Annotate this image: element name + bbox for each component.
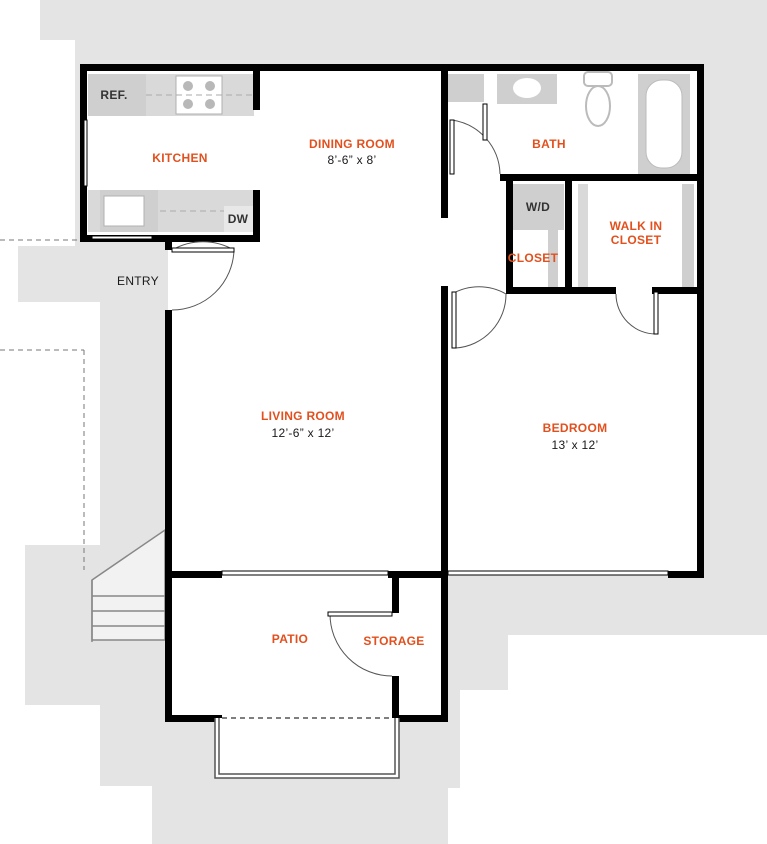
toilet-bowl-icon [585, 85, 611, 127]
walkin-closet-label-2: CLOSET [611, 233, 662, 247]
walkin-closet-label-1: WALK IN [610, 219, 663, 233]
patio-label: PATIO [272, 632, 308, 646]
dishwasher [224, 206, 256, 232]
dining-room-dims: 8’-6” x 8’ [327, 153, 376, 167]
living-room-dims: 12’-6” x 12’ [272, 426, 335, 440]
wd-label: W/D [526, 200, 550, 214]
ref-label: REF. [100, 88, 127, 102]
entry-label: ENTRY [117, 274, 159, 288]
stairs [91, 528, 166, 642]
walkway-dashes [0, 239, 85, 570]
door-leaves [171, 103, 659, 617]
bath-sink-icon [513, 78, 541, 98]
washer-dryer [512, 184, 564, 230]
closet-label: CLOSET [508, 251, 559, 265]
kitchen-dashes [146, 94, 254, 212]
patio-bumpout [214, 717, 400, 779]
wd-closet-fixtures [512, 184, 694, 288]
bath-fixtures [448, 71, 690, 174]
living-room-label: LIVING ROOM [261, 409, 345, 423]
kitchen-sink-icon [103, 195, 145, 227]
bath-label: BATH [532, 137, 566, 151]
windows [83, 119, 669, 576]
dining-room-label: DINING ROOM [309, 137, 395, 151]
refrigerator [88, 74, 146, 116]
dw-label: DW [228, 212, 249, 226]
bedroom-dims: 13’ x 12’ [552, 438, 599, 452]
toilet-tank-icon [583, 71, 613, 87]
storage-label: STORAGE [363, 634, 424, 648]
kitchen-label: KITCHEN [152, 151, 207, 165]
bedroom-label: BEDROOM [543, 421, 608, 435]
